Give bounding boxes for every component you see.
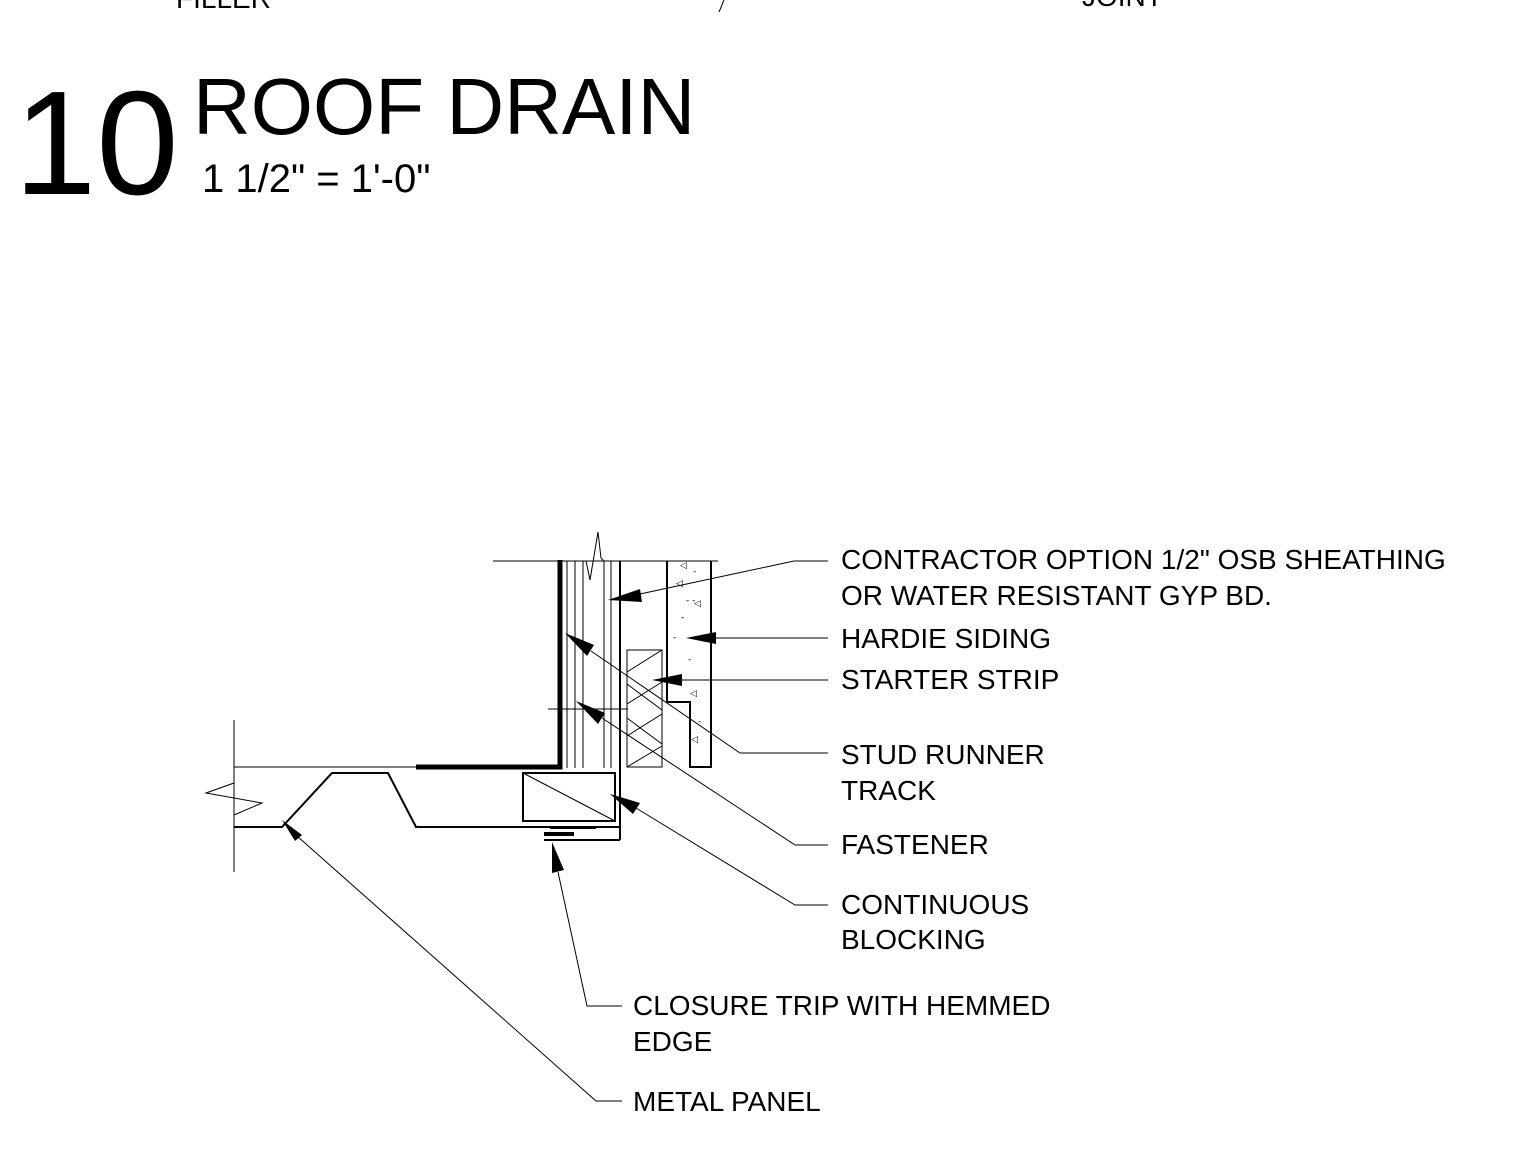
note-starter-strip: STARTER STRIP xyxy=(841,664,1059,695)
detail-number: 10 xyxy=(14,61,179,226)
svg-text:◁: ◁ xyxy=(680,561,687,571)
svg-text:- -: - - xyxy=(686,596,695,606)
svg-text:-: - xyxy=(688,655,691,665)
svg-text:-: - xyxy=(681,613,684,623)
leader-lines xyxy=(282,560,828,1102)
fragment-line xyxy=(718,0,725,13)
svg-text:◁: ◁ xyxy=(694,599,701,609)
fragment-label-left: FILLER xyxy=(176,0,271,14)
note-hardie-siding: HARDIE SIDING xyxy=(841,623,1051,654)
note-blocking-line2: BLOCKING xyxy=(841,924,986,955)
note-metal-panel: METAL PANEL xyxy=(633,1086,821,1117)
starter-strip xyxy=(626,649,663,768)
note-osb-sheathing-line1: CONTRACTOR OPTION 1/2" OSB SHEATHING xyxy=(841,544,1446,575)
svg-text:-: - xyxy=(673,633,676,643)
metal-panel xyxy=(204,720,620,872)
continuous-blocking xyxy=(522,772,616,822)
note-osb-sheathing-line2: OR WATER RESISTANT GYP BD. xyxy=(841,580,1272,611)
svg-text:-: - xyxy=(693,567,696,577)
hardie-siding: ◁ - ◁ - - ◁ - - - ◁ ◁ - xyxy=(666,561,712,768)
wall-assembly xyxy=(416,531,718,840)
note-fastener: FASTENER xyxy=(841,829,989,860)
note-blocking-line1: CONTINUOUS xyxy=(841,889,1029,920)
note-closure-line1: CLOSURE TRIP WITH HEMMED xyxy=(633,990,1050,1021)
note-stud-runner-line1: STUD RUNNER xyxy=(841,739,1045,770)
fragment-label-right: JOINT xyxy=(1082,0,1163,12)
svg-text:◁: ◁ xyxy=(690,689,697,699)
note-stud-runner-line2: TRACK xyxy=(841,775,936,806)
svg-text:◁: ◁ xyxy=(691,735,698,745)
svg-text:◁: ◁ xyxy=(676,579,683,589)
note-closure-line2: EDGE xyxy=(633,1026,712,1057)
detail-title: ROOF DRAIN xyxy=(193,62,695,151)
detail-scale: 1 1/2" = 1'-0" xyxy=(202,157,430,201)
closure-strip xyxy=(544,827,620,841)
svg-text:-: - xyxy=(698,717,701,727)
